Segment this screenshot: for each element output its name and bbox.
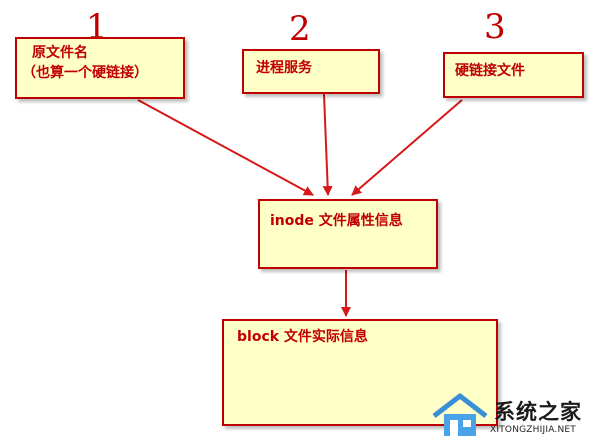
house-logo-icon	[432, 393, 488, 436]
block-label: block 文件实际信息	[237, 329, 368, 345]
original-file-label-line2: （也算一个硬链接）	[22, 65, 148, 81]
hard-link-file-label: 硬链接文件	[455, 63, 525, 79]
box-inode	[258, 199, 438, 269]
arrow-process-to-inode	[322, 93, 333, 196]
box-hard-link-file	[443, 52, 584, 98]
watermark-subtitle: XITONGZHIJIA.NET	[490, 425, 576, 435]
inode-label: inode 文件属性信息	[270, 213, 403, 229]
process-service-label: 进程服务	[256, 60, 312, 76]
original-file-label-line1: 原文件名	[32, 45, 88, 61]
arrow-original-to-inode	[137, 99, 314, 196]
number-label-2: 2	[289, 9, 311, 49]
number-label-1: 1	[86, 7, 108, 47]
watermark-title: 系统之家	[494, 400, 582, 424]
box-process-service	[242, 49, 380, 94]
number-label-3: 3	[484, 7, 506, 47]
arrow-hardlink-to-inode	[351, 99, 463, 196]
watermark-logo: 系统之家 XITONGZHIJIA.NET	[430, 390, 600, 447]
box-block	[222, 319, 498, 426]
box-original-file	[15, 37, 185, 99]
